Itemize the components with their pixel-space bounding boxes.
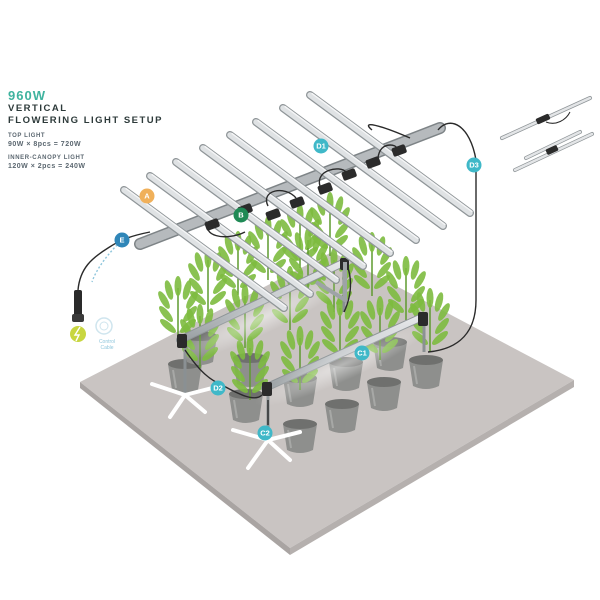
cables xyxy=(77,122,477,425)
title-line1: VERTICAL xyxy=(8,103,68,114)
inner-light-spec: 120W × 2pcs = 240W xyxy=(8,163,86,170)
floor-left-edge xyxy=(80,382,290,555)
top-light-bar-8 xyxy=(306,91,474,217)
badge-e-label: E xyxy=(119,236,124,245)
inner-canopy-feet xyxy=(150,382,302,470)
badge-c1: C1 xyxy=(354,345,370,361)
top-light-spec: 90W × 8pcs = 720W xyxy=(8,141,82,148)
pot-6 xyxy=(409,355,443,389)
control-cable-connector: Control Cable xyxy=(95,317,115,351)
badge-e: E xyxy=(114,232,130,248)
top-light-product-thumbnail xyxy=(500,96,592,140)
badge-c2: C2 xyxy=(257,425,273,441)
badge-c2-label: C2 xyxy=(260,429,270,438)
control-cable-label-line2: Cable xyxy=(100,345,113,351)
badge-d1: D1 xyxy=(313,138,329,154)
badge-d3: D3 xyxy=(466,157,482,173)
badge-d1-label: D1 xyxy=(316,142,326,151)
pot-3 xyxy=(283,419,317,453)
badge-a: A xyxy=(139,188,155,204)
top-light-bar-3 xyxy=(172,158,340,284)
top-light-frame xyxy=(134,122,446,304)
top-light-bar-5 xyxy=(226,131,394,257)
top-light-bar-2 xyxy=(146,172,314,298)
pot-5 xyxy=(367,377,401,411)
top-light-bar-4 xyxy=(199,144,367,270)
badge-c1-label: C1 xyxy=(357,349,367,358)
top-light-bar-6 xyxy=(252,118,420,244)
badge-d3-label: D3 xyxy=(469,161,479,170)
inner-light-label: INNER-CANOPY LIGHT xyxy=(8,155,85,161)
power-plug xyxy=(70,290,86,342)
inner-canopy-light-1 xyxy=(175,258,349,361)
top-light-bar-1 xyxy=(120,186,288,312)
pot-2 xyxy=(229,389,263,423)
inner-canopy-light-2 xyxy=(254,314,430,407)
pot-4 xyxy=(325,399,359,433)
top-light-bars xyxy=(120,91,474,312)
plant-13 xyxy=(320,296,360,360)
inner-canopy-product-thumbnail xyxy=(513,130,594,172)
top-light-bar-7 xyxy=(279,104,447,230)
badge-d2-label: D2 xyxy=(213,384,223,393)
title-line2: FLOWERING LIGHT SETUP xyxy=(8,115,163,126)
badge-b-label: B xyxy=(238,211,244,220)
badge-b: B xyxy=(233,207,249,223)
control-cable-label-line1: Control xyxy=(99,339,115,345)
badge-a-label: A xyxy=(144,192,150,201)
badge-d2: D2 xyxy=(210,380,226,396)
top-light-label: TOP LIGHT xyxy=(8,133,46,139)
floor-right-edge xyxy=(290,380,574,555)
headline-wattage: 960W xyxy=(8,88,46,103)
